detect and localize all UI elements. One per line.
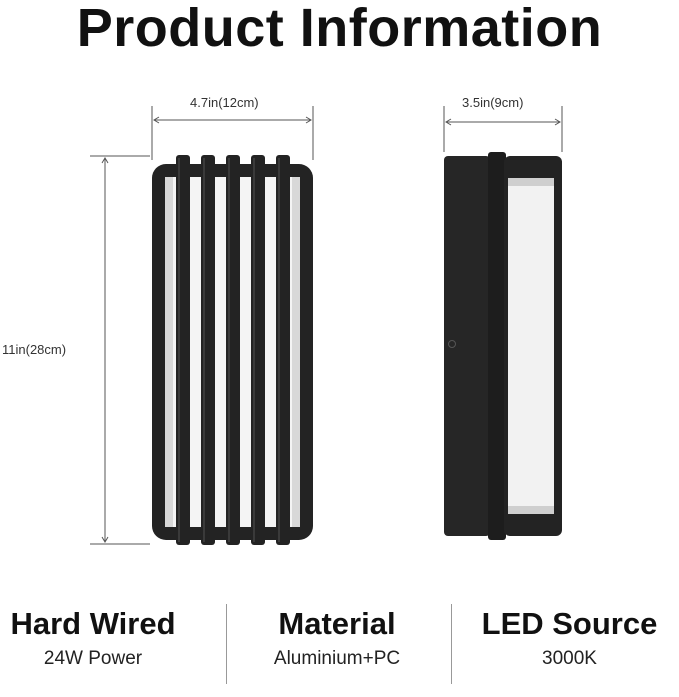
spec-value: 24W Power	[43, 648, 143, 669]
spec-label: LED Source	[481, 606, 658, 641]
page-title: Product Information	[76, 0, 603, 58]
side-depth-dimension	[443, 106, 563, 152]
spec-hard-wired: Hard Wired 24W Power	[0, 604, 186, 684]
front-width-dimension	[151, 106, 314, 160]
lamp-front-view	[152, 155, 313, 545]
spec-led-source: LED Source 3000K	[460, 604, 679, 684]
lamp-side-view	[444, 152, 562, 540]
screw-icon	[448, 340, 456, 348]
spec-value: Aluminium+PC	[273, 648, 401, 669]
spec-value: 3000K	[542, 648, 597, 669]
spec-label: Material	[278, 606, 396, 641]
side-depth-label: 3.5in(9cm)	[462, 95, 524, 110]
height-label: 11in(28cm)	[2, 342, 67, 357]
spec-divider	[451, 604, 452, 684]
spec-material: Material Aluminium+PC	[232, 604, 442, 684]
product-diagram	[90, 106, 563, 545]
spec-label: Hard Wired	[10, 606, 176, 641]
height-dimension	[90, 155, 150, 545]
spec-divider	[226, 604, 227, 684]
front-width-label: 4.7in(12cm)	[190, 95, 259, 110]
